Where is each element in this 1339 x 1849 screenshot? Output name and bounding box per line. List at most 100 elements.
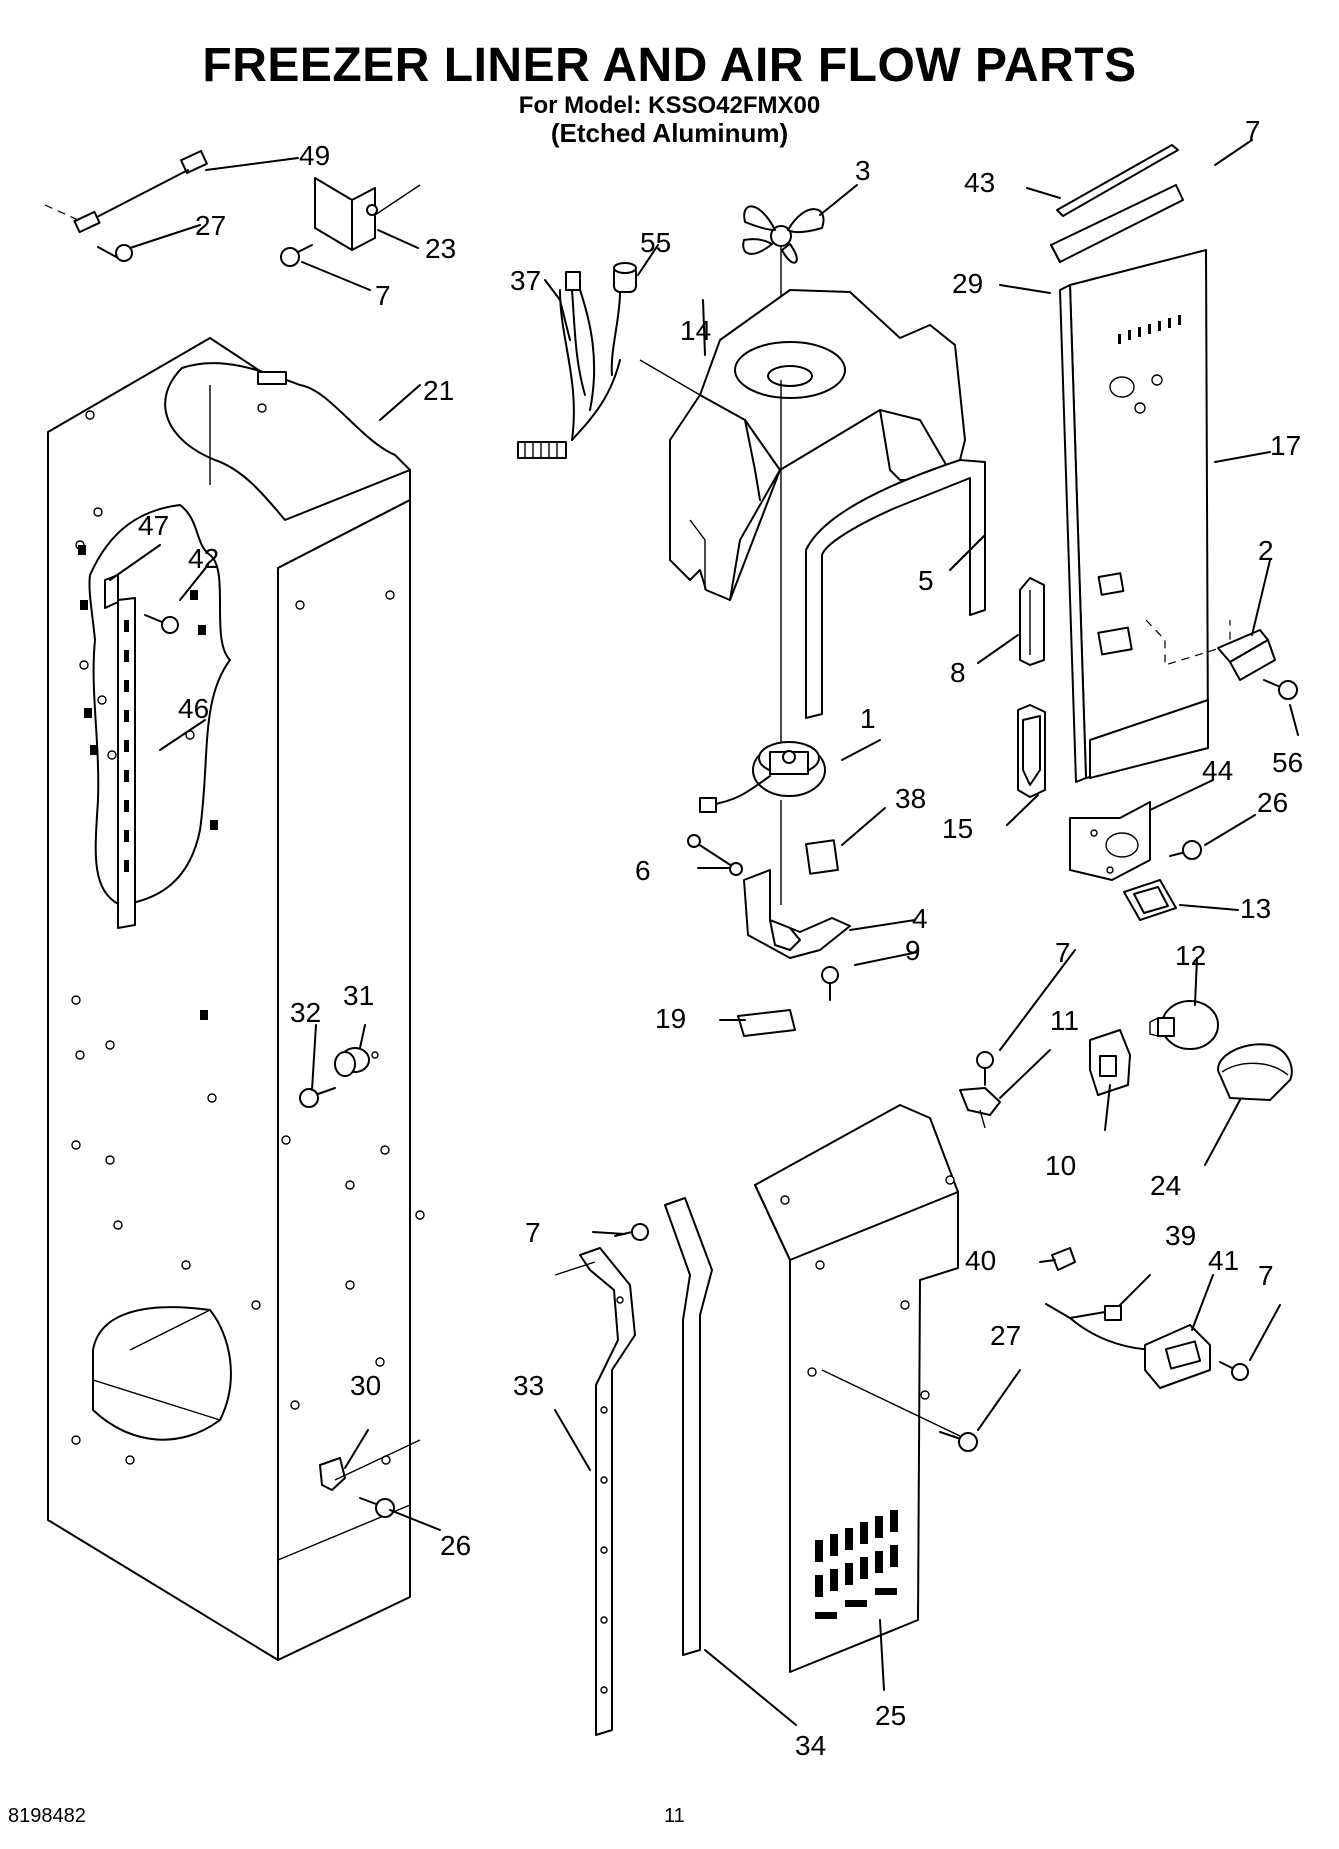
callout-6: 6 [635,855,651,886]
callout-1: 1 [860,703,876,734]
part-15-damper [1017,704,1046,798]
callout-7: 7 [525,1217,541,1248]
part-37-harness [517,271,621,459]
callout-8: 8 [950,657,966,688]
part-7-screw-b [976,1051,994,1086]
document-number: 8198482 [8,1805,86,1827]
part-38-pad [805,839,839,875]
part-1-fan-motor [699,380,826,813]
part-29-deflector [1050,184,1184,263]
callout-2: 2 [1258,535,1274,566]
callout-55: 55 [640,227,671,258]
callout-13: 13 [1240,893,1271,924]
callout-7: 7 [1245,115,1261,146]
part-49-harness [44,150,208,234]
callout-49: 49 [299,140,330,171]
callout-9: 9 [905,935,921,966]
callout-11: 11 [1050,1005,1079,1036]
part-33-channel [554,1247,636,1736]
callout-7: 7 [1258,1260,1274,1291]
model-line: For Model: KSSO42FMX00 [518,92,821,119]
part-30-clip [319,1439,421,1491]
part-7-screw-c [1219,1361,1249,1381]
page-number: 11 [664,1805,685,1827]
callout-46: 46 [178,693,209,724]
part-27-screw-lower [821,1369,978,1452]
callout-7: 7 [375,280,391,311]
callout-21: 21 [423,375,454,406]
callout-17: 17 [1270,430,1301,461]
callout-23: 23 [425,233,456,264]
part-2-bracket [1217,629,1276,681]
callout-15: 15 [942,813,973,844]
callout-10: 10 [1045,1150,1076,1181]
leader-arrows [109,139,1299,1726]
part-34-foam-strip [664,1197,713,1656]
callout-38: 38 [895,783,926,814]
callout-41: 41 [1208,1245,1239,1276]
part-10-socket [1089,1029,1131,1096]
part-21-freezer-liner [47,337,425,1661]
callout-25: 25 [875,1700,906,1731]
callout-5: 5 [918,565,934,596]
part-55-sensor [610,262,637,376]
callout-29: 29 [952,268,983,299]
callout-34: 34 [795,1730,826,1761]
callout-31: 31 [343,980,374,1011]
part-27-screw-top [97,244,133,262]
part-6-cable-clamp [687,834,743,876]
callout-24: 24 [1150,1170,1181,1201]
part-39-harness [1045,1303,1161,1351]
callout-26: 26 [1257,787,1288,818]
part-56-screw [1263,679,1298,700]
part-41-switch [1144,1324,1211,1389]
part-31-grommet [334,1047,379,1077]
part-4-motor-bracket [743,800,851,959]
callout-42: 42 [188,543,219,574]
callout-27: 27 [990,1320,1021,1351]
part-12-bulb [1149,1000,1219,1050]
callout-32: 32 [290,997,321,1028]
callout-7: 7 [1055,937,1071,968]
callout-30: 30 [350,1370,381,1401]
callout-43: 43 [964,167,995,198]
part-40-clip [1051,1247,1076,1271]
callout-19: 19 [655,1003,686,1034]
callout-3: 3 [855,155,871,186]
part-19-label [737,1009,796,1037]
part-13-gasket [1123,879,1177,921]
callout-37: 37 [510,265,541,296]
part-14-fan-shroud [639,289,966,601]
part-17-air-duct [1059,249,1231,783]
part-7-screw-a [280,244,313,267]
callout-4: 4 [912,903,928,934]
part-44-bracket [1069,801,1151,881]
part-23-bracket [314,177,421,251]
callout-26: 26 [440,1530,471,1561]
callout-40: 40 [965,1245,996,1276]
part-42-screw [144,614,179,634]
part-32-screw [299,1087,336,1108]
callout-labels: 49 27 23 7 37 55 3 14 7 43 29 21 17 47 4… [138,115,1303,1761]
callout-14: 14 [680,315,711,346]
part-8-damper [1019,577,1045,666]
part-24-lens [1217,1043,1293,1101]
callout-56: 56 [1272,747,1303,778]
part-26-screw-right [1169,840,1202,860]
callout-27: 27 [195,210,226,241]
part-43-seal [1056,144,1179,217]
part-26-screw-bottom [359,1497,395,1518]
part-11-clip [959,1087,1001,1129]
callout-44: 44 [1202,755,1233,786]
callout-47: 47 [138,510,169,541]
callout-33: 33 [513,1370,544,1401]
part-7-screw-d [614,1223,649,1241]
callout-12: 12 [1175,940,1206,971]
finish-line: (Etched Aluminum) [550,118,789,148]
page-title: FREEZER LINER AND AIR FLOW PARTS [202,39,1137,92]
part-5-gasket [805,459,986,719]
part-9-screw [821,966,839,1001]
part-25-rear-panel [754,1104,959,1673]
callout-39: 39 [1165,1220,1196,1251]
